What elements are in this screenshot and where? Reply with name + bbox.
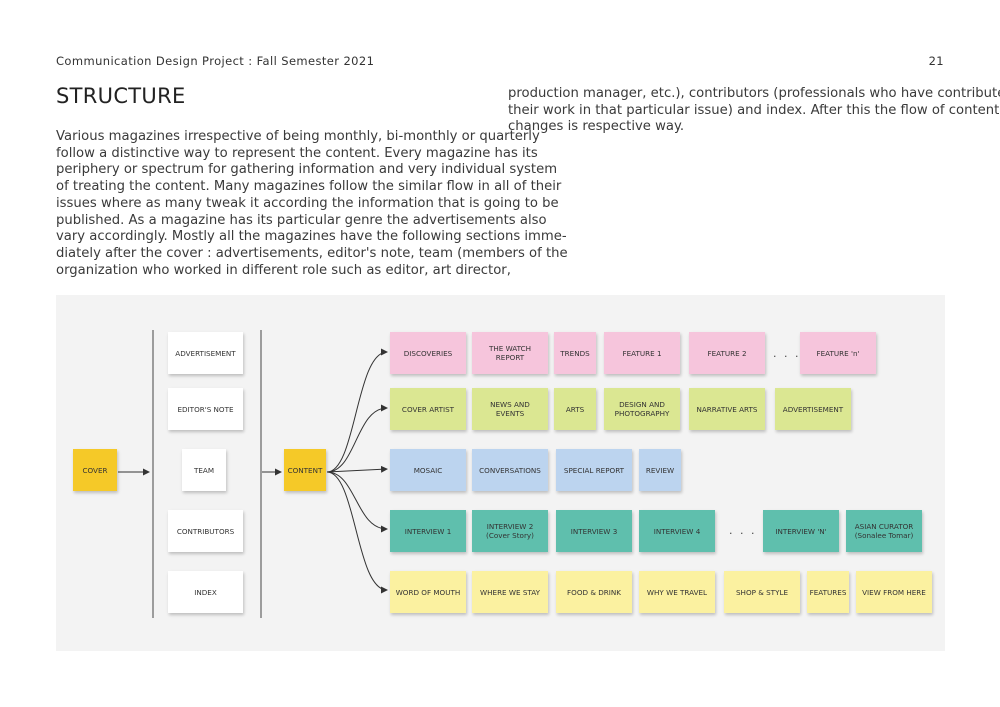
section-note: INDEX xyxy=(168,571,243,613)
row5-note: WHY WE TRAVEL xyxy=(639,571,715,613)
row1-note: TRENDS xyxy=(554,332,596,374)
body-text-left: Various magazines irrespective of being … xyxy=(56,129,568,279)
row5-note: WHERE WE STAY xyxy=(472,571,548,613)
row3-note: MOSAIC xyxy=(390,449,466,491)
branch-arrow-5 xyxy=(326,471,388,594)
row3-note: REVIEW xyxy=(639,449,681,491)
row5-note: WORD OF MOUTH xyxy=(390,571,466,613)
row1-note: FEATURE 2 xyxy=(689,332,765,374)
section-note: ADVERTISEMENT xyxy=(168,332,243,374)
row3-note: CONVERSATIONS xyxy=(472,449,548,491)
branch-arrow-3 xyxy=(326,465,388,473)
row4-note: ASIAN CURATOR (Sonalee Tomar) xyxy=(846,510,922,552)
section-note: EDITOR'S NOTE xyxy=(168,388,243,430)
row5-note: FEATURES xyxy=(807,571,849,613)
cover-note: COVER xyxy=(73,449,117,491)
body-line: periphery or spectrum for gathering info… xyxy=(56,162,558,178)
row2-note: DESIGN AND PHOTOGRAPHY xyxy=(604,388,680,430)
body-line: their work in that particular issue) and… xyxy=(508,102,1000,118)
body-line: diately after the cover : advertisements… xyxy=(56,245,568,261)
diagram-connectors xyxy=(118,330,388,618)
body-line: issues where as many tweak it according … xyxy=(56,195,559,211)
body-text-right: production manager, etc.), contributors … xyxy=(508,86,1000,136)
row2-note: COVER ARTIST xyxy=(390,388,466,430)
section-note: CONTRIBUTORS xyxy=(168,510,243,552)
row4-note: INTERVIEW 'N' xyxy=(763,510,839,552)
row2-note: NEWS AND EVENTS xyxy=(472,388,548,430)
body-line: vary accordingly. Mostly all the magazin… xyxy=(56,229,567,245)
row5-note: VIEW FROM HERE xyxy=(856,571,932,613)
row3-note: SPECIAL REPORT xyxy=(556,449,632,491)
section-note: TEAM xyxy=(182,449,226,491)
row4-note: INTERVIEW 4 xyxy=(639,510,715,552)
row1-note: THE WATCH REPORT xyxy=(472,332,548,374)
branch-arrow-1 xyxy=(326,348,388,473)
body-line: production manager, etc.), contributors … xyxy=(508,86,1000,101)
structure-diagram: COVER ADVERTISEMENT EDITOR'S NOTE TEAM C… xyxy=(56,295,945,651)
body-line: organization who worked in different rol… xyxy=(56,262,511,278)
row4-note: INTERVIEW 3 xyxy=(556,510,632,552)
row2-note: NARRATIVE ARTS xyxy=(689,388,765,430)
row5-note: FOOD & DRINK xyxy=(556,571,632,613)
row4-note: INTERVIEW 1 xyxy=(390,510,466,552)
page-number: 21 xyxy=(928,54,944,68)
branch-arrow-2 xyxy=(326,404,388,473)
page-title: STRUCTURE xyxy=(56,84,186,108)
body-line: published. As a magazine has its particu… xyxy=(56,212,547,228)
row4-ellipsis: . . . . xyxy=(729,524,768,537)
body-line: of treating the content. Many magazines … xyxy=(56,179,562,195)
row2-note: ARTS xyxy=(554,388,596,430)
row5-note: SHOP & STYLE xyxy=(724,571,800,613)
row1-note: FEATURE 1 xyxy=(604,332,680,374)
body-line: Various magazines irrespective of being … xyxy=(56,129,540,144)
content-note: CONTENT xyxy=(284,449,326,491)
row1-note: DISCOVERIES xyxy=(390,332,466,374)
row2-note: ADVERTISEMENT xyxy=(775,388,851,430)
row4-note: INTERVIEW 2 (Cover Story) xyxy=(472,510,548,552)
branch-arrow-4 xyxy=(326,471,388,533)
body-line: changes is respective way. xyxy=(508,119,685,135)
running-header: Communication Design Project : Fall Seme… xyxy=(56,54,375,68)
row1-note: FEATURE 'n' xyxy=(800,332,876,374)
body-line: follow a distinctive way to represent th… xyxy=(56,145,538,161)
